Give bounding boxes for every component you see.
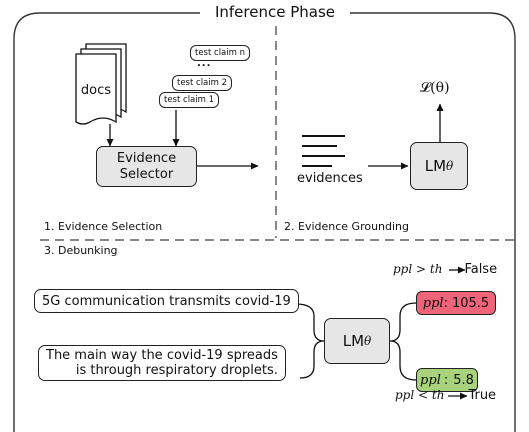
lm-label: LM [424, 157, 447, 175]
condition-true-lhs: ppl < th [395, 388, 445, 402]
evidence-selector-box: Evidence Selector [96, 146, 197, 187]
condition-false-result: False [464, 262, 498, 277]
ppl-low-label: ppl [420, 372, 441, 388]
ppl-low-sep: : [443, 372, 449, 388]
claim-b-line2: is through respiratory droplets. [75, 363, 278, 378]
loss-label: 𝓛(θ) [420, 80, 450, 96]
section-2-label: 2. Evidence Grounding [284, 220, 410, 233]
evidences-label: evidences [297, 171, 363, 186]
claim-b-line1: The main way the covid-19 spreads [46, 348, 278, 363]
lm-label-2: LM [342, 332, 365, 350]
claim-card-1: test claim 1 [159, 92, 220, 108]
claim-card-2: test claim 2 [172, 75, 233, 91]
diagram-title: Inference Phase [200, 3, 350, 21]
ppl-high-sep: : [443, 295, 448, 311]
claim-ellipsis: ... [197, 58, 212, 69]
outer-frame [13, 12, 516, 432]
condition-false: ppl > th False [393, 262, 497, 277]
ppl-high-box: ppl:105.5 [416, 291, 496, 315]
docs-label: docs [80, 83, 112, 98]
ppl-high-value: 105.5 [451, 295, 490, 311]
ppl-low-box: ppl:5.8 [416, 368, 478, 392]
claim-b-box: The main way the covid-19 spreads is thr… [38, 345, 286, 381]
lm-subscript-2: θ [364, 334, 372, 348]
docs-icon [75, 43, 127, 125]
claim-a-box: 5G communication transmits covid-19 [34, 289, 299, 313]
evidence-selector-line1: Evidence [116, 150, 177, 166]
ppl-low-value: 5.8 [453, 372, 474, 388]
condition-false-lhs: ppl > th [393, 262, 443, 276]
evidence-selector-line2: Selector [119, 166, 174, 182]
condition-true-result: True [468, 388, 497, 403]
ppl-high-label: ppl [422, 295, 444, 311]
left-brace [295, 303, 325, 379]
condition-true: ppl < th True [395, 388, 496, 403]
section-1-label: 1. Evidence Selection [44, 220, 163, 233]
section-3-label: 3. Debunking [44, 244, 118, 257]
evidences-lines-icon [302, 135, 345, 167]
lm-subscript: θ [446, 159, 454, 173]
right-brace [389, 302, 417, 381]
claim-card-n: test claim n [190, 45, 250, 61]
